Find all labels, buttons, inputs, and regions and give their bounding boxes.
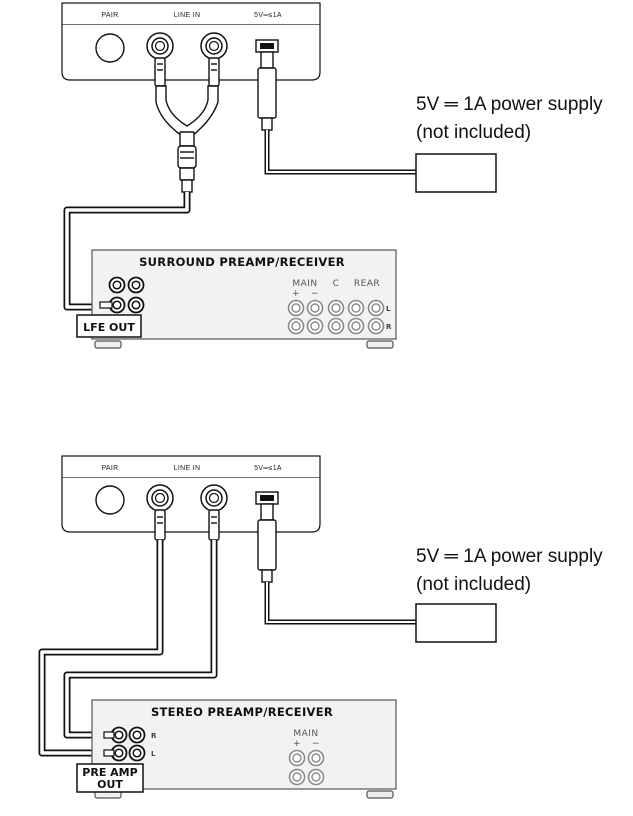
main-plus-label: + [293,739,301,749]
right-channel-label: R [386,323,392,331]
pre-amp-out-callout [76,763,144,793]
lfe-cable [65,192,189,309]
usb-power-port[interactable] [255,491,279,505]
main-label: MAIN [293,729,318,739]
power-input-label: 5V═≤1A [254,12,282,19]
line-in-jack-right[interactable] [200,484,228,512]
stereo-receiver: STEREO PREAMP/RECEIVER R L PRE AMP OUT M… [76,699,397,799]
power-supply-note: (not included) [416,574,531,595]
line-in-jack-left[interactable] [146,484,174,512]
main-minus-label: − [312,739,320,749]
power-supply-note: (not included) [416,122,531,143]
power-cable [266,582,416,623]
power-supply-label: 5V ═ 1A power supply [416,546,603,567]
lfe-out-jack[interactable] [99,296,126,314]
power-cable [266,130,416,173]
receiver-title: STEREO PREAMP/RECEIVER [151,705,333,719]
line-in-jack-left[interactable] [146,32,174,60]
line-in-label: LINE IN [174,12,201,19]
pair-button[interactable] [95,485,125,515]
diagram-stereo: PAIR LINE IN 5V═≤1A [38,455,603,799]
line-in-label: LINE IN [174,465,201,472]
lfe-out-callout [76,314,142,338]
line-in-jack-right[interactable] [200,32,228,60]
right-channel-label: R [151,732,157,740]
power-cable-outline [264,130,416,175]
right-cable [65,540,216,737]
power-plug [257,503,277,583]
pair-label: PAIR [101,465,118,472]
rear-label: REAR [354,279,380,289]
pre-amp-out-label-2: OUT [97,778,123,791]
pre-amp-out-left-jack[interactable] [103,744,128,762]
power-input-label: 5V═≤1A [254,465,282,472]
main-minus-label: − [311,289,319,299]
left-cable [40,540,162,755]
surround-receiver: SURROUND PREAMP/RECEIVER LFE OUT MAIN C … [76,249,397,349]
left-channel-label: L [151,750,156,758]
subwoofer-panel-2: PAIR LINE IN 5V═≤1A [61,455,321,533]
power-plug [257,51,277,131]
power-supply-label: 5V ═ 1A power supply [416,94,603,115]
power-cable-outline [264,582,416,625]
subwoofer-panel: PAIR LINE IN 5V═≤1A [61,2,321,81]
usb-power-port[interactable] [255,39,279,53]
center-label: C [333,279,340,289]
rca-y-cable [154,57,220,193]
pre-amp-out-right-jack[interactable] [103,726,128,744]
left-channel-label: L [386,305,391,313]
pre-amp-out-label: PRE AMP [82,766,137,779]
pair-label: PAIR [101,12,118,19]
main-label: MAIN [292,279,317,289]
diagram-surround: PAIR LINE IN 5V═≤1A [61,2,603,349]
main-plus-label: + [292,289,300,299]
lfe-out-label: LFE OUT [83,321,135,334]
power-adapter [415,153,497,193]
receiver-title: SURROUND PREAMP/RECEIVER [139,255,345,269]
pair-button[interactable] [95,33,125,63]
power-adapter [415,603,497,643]
